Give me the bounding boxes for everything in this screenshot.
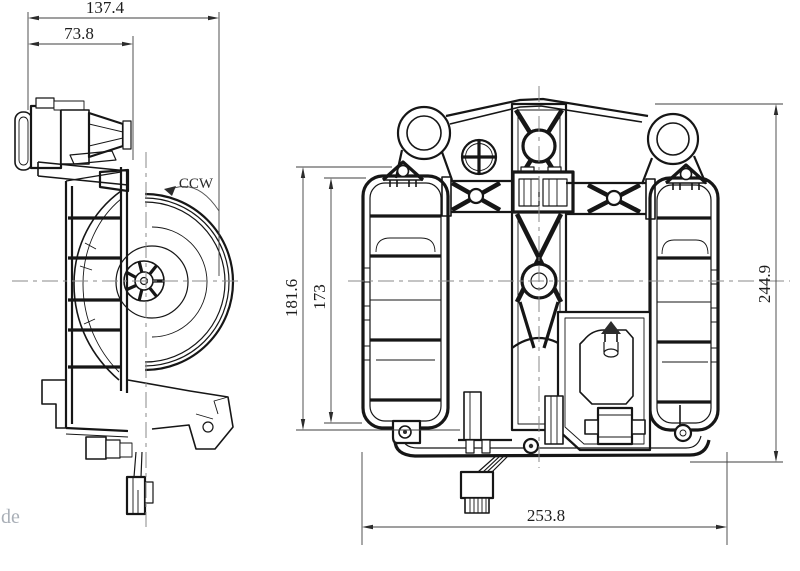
- dim-overall-width-label: 253.8: [527, 506, 565, 525]
- side-view-housing: [37, 150, 130, 428]
- centerlines: [12, 86, 790, 527]
- left-mount-ring: [396, 105, 452, 161]
- side-view-lower-bracket: [41, 379, 234, 460]
- dim-motor-depth-label: 73.8: [64, 24, 94, 43]
- dim-overall-height-label: 244.9: [755, 265, 774, 303]
- dimension-lines: [27, 12, 783, 545]
- side-view: [14, 97, 235, 516]
- side-view-motor: [14, 97, 132, 171]
- front-view-resistor-module: [556, 310, 693, 452]
- ccw-arrowhead: [164, 186, 176, 196]
- front-view-harness-connector: [459, 455, 509, 514]
- right-mount-ring: [646, 112, 700, 166]
- front-view-left-pod: [361, 160, 450, 430]
- dim-overall-depth-label: 137.4: [86, 0, 125, 17]
- side-view-connector: [125, 451, 154, 516]
- clip-arrow: [601, 321, 621, 334]
- rotation-direction-label: CCW: [179, 176, 214, 192]
- dim-mount-height-label: 181.6: [282, 279, 301, 317]
- front-view-bottom: [391, 391, 711, 458]
- side-view-fan-wheel: [115, 192, 235, 372]
- dimension-labels: 137.4 73.8 181.6 173 244.9 253.8 CCW de: [1, 0, 774, 528]
- front-view: [361, 97, 720, 514]
- rotation-direction-marker: [164, 186, 220, 212]
- watermark-text: de: [1, 506, 20, 528]
- front-view-right-pod: [648, 163, 720, 432]
- dim-body-height-label: 173: [310, 284, 329, 310]
